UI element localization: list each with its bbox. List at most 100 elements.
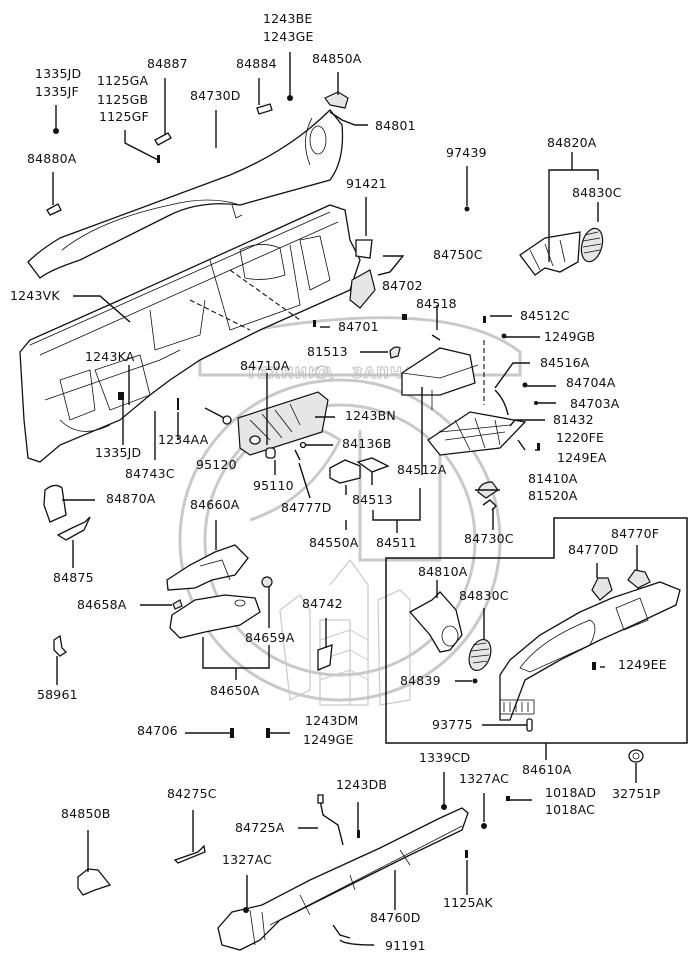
bolt-84706: [230, 728, 234, 738]
pad-84513: [356, 457, 390, 473]
label-84659A: 84659A: [245, 630, 295, 645]
crash-pad-upper-cover: [27, 109, 344, 279]
part-labels: 1243BE 1243GE 84887 84884 84850A 1335JD …: [10, 11, 667, 953]
clip-81513: [389, 346, 401, 359]
bolt-1339CD: [441, 804, 447, 810]
label-84760D: 84760D: [370, 910, 421, 925]
label-84660A: 84660A: [190, 497, 240, 512]
bolt-1234AA: [177, 398, 179, 410]
label-84706: 84706: [137, 723, 178, 738]
label-1249EA: 1249EA: [557, 450, 607, 465]
label-97439: 97439: [446, 145, 487, 160]
connector-58961: [53, 634, 68, 657]
hook-84730C: [482, 499, 497, 511]
watermark-banner: [198, 316, 522, 377]
air-vent-84830C-inset: [468, 638, 492, 672]
label-84513: 84513: [352, 492, 393, 507]
label-84701: 84701: [338, 319, 379, 334]
clip-84658A: [172, 599, 183, 610]
bracket-84275C: [173, 844, 206, 864]
label-1327AC-left: 1327AC: [222, 852, 272, 867]
label-84850B: 84850B: [61, 806, 111, 821]
label-1018AD: 1018AD: [545, 785, 596, 800]
pad-84884: [256, 103, 273, 115]
steering-column-shroud-upper-84660A: [166, 544, 249, 591]
cluster-facia-84610A: [499, 581, 681, 721]
label-84884: 84884: [236, 56, 277, 71]
label-1220FE: 1220FE: [556, 430, 604, 445]
socket-95110: [265, 447, 276, 459]
label-1125GF: 1125GF: [99, 109, 149, 124]
bolt-84518-screw: [431, 334, 441, 341]
label-1335JD-top: 1335JD: [35, 66, 81, 81]
label-91421: 91421: [346, 176, 387, 191]
label-84275C: 84275C: [167, 786, 217, 801]
bracket-84850A: [324, 91, 349, 109]
inset-frame-84610A: [385, 517, 688, 744]
watermark-circle-inner: [203, 403, 477, 677]
label-93775: 93775: [432, 717, 473, 732]
label-84725A: 84725A: [235, 820, 285, 835]
label-84518: 84518: [416, 296, 457, 311]
label-84511: 84511: [376, 535, 417, 550]
bolt-1327AC-right: [481, 823, 487, 829]
label-1125GB: 1125GB: [97, 92, 148, 107]
label-1018AC: 1018AC: [545, 802, 595, 817]
label-84777D: 84777D: [281, 500, 332, 515]
label-95110: 95110: [253, 478, 294, 493]
label-91191: 91191: [385, 938, 426, 953]
watermark-circle: [178, 378, 502, 702]
screw-93775: [526, 718, 533, 732]
bolt-84704A: [522, 382, 528, 388]
vent-84770D: [591, 577, 613, 601]
label-84750C: 84750C: [433, 247, 483, 262]
label-84810A: 84810A: [418, 564, 468, 579]
label-1243DM: 1243DM: [305, 713, 358, 728]
bolt-1018AD: [506, 796, 510, 801]
bolt-1243DM: [266, 728, 270, 738]
bolt-1335JD: [53, 128, 59, 134]
label-84887: 84887: [147, 56, 188, 71]
screw-1125GA: [157, 155, 160, 163]
bolt-84518: [402, 314, 407, 320]
label-81520A: 81520A: [528, 488, 578, 503]
bolt-1125AK: [465, 850, 468, 858]
label-1327AC-right: 1327AC: [459, 771, 509, 786]
label-84830C-inset: 84830C: [459, 588, 509, 603]
gear-icon: [315, 365, 329, 379]
bolt-84777D: [294, 449, 301, 461]
label-84702: 84702: [382, 278, 423, 293]
label-84850A: 84850A: [312, 51, 362, 66]
label-58961: 58961: [37, 687, 78, 702]
clip-32751P: [628, 749, 644, 763]
label-84770D: 84770D: [568, 542, 619, 557]
cigarette-lighter-95120: [204, 407, 232, 425]
center-lower-panel-84820A: [519, 231, 581, 276]
center-facia-84710A: [237, 391, 329, 456]
label-84650A: 84650A: [210, 683, 260, 698]
bolt-97439: [464, 206, 470, 212]
bolt-1249EA: [537, 443, 540, 450]
label-1249EE: 1249EE: [618, 657, 667, 672]
clip-84136B: [299, 441, 307, 449]
label-84710A: 84710A: [240, 358, 290, 373]
glove-box-84512A: [401, 340, 485, 410]
label-1243BE: 1243BE: [263, 11, 313, 26]
glove-box-frame-81432: [427, 411, 527, 456]
label-84839: 84839: [400, 673, 441, 688]
side-duct-84810A: [408, 591, 463, 653]
label-1234AA: 1234AA: [158, 432, 209, 447]
label-84820A: 84820A: [547, 135, 597, 150]
label-81513: 81513: [307, 344, 348, 359]
label-84770F: 84770F: [611, 526, 659, 541]
label-84704A: 84704A: [566, 375, 616, 390]
bolt-1243BE: [287, 95, 293, 101]
label-1125AK: 1125AK: [443, 895, 493, 910]
label-84830C-top: 84830C: [572, 185, 622, 200]
label-84658A: 84658A: [77, 597, 127, 612]
clip-1335JD: [118, 392, 124, 400]
label-1243BN: 1243BN: [345, 408, 396, 423]
cover-84870A: [43, 484, 67, 523]
air-vent-84830C-top: [580, 227, 604, 263]
